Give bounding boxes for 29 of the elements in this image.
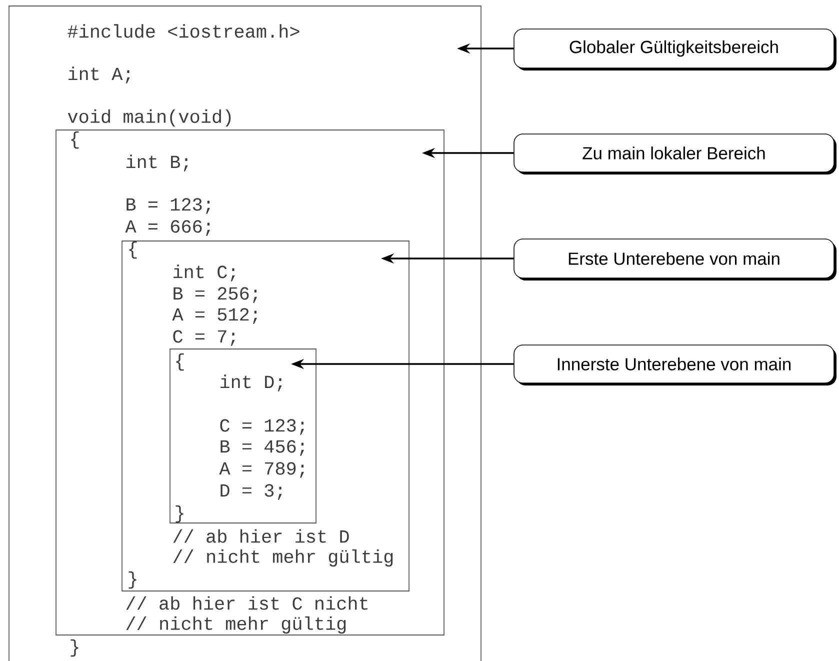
code-line: B = 123; — [126, 198, 210, 214]
code-line: C = 123; — [220, 419, 304, 435]
code-line: // nicht mehr gültig — [126, 616, 346, 634]
code-line: int D; — [220, 374, 282, 392]
code-line: } — [176, 505, 184, 523]
code-line: { — [129, 241, 137, 259]
code-line: C = 7; — [173, 330, 235, 346]
code-line: A = 666; — [125, 220, 210, 236]
code-line: A = 512; — [172, 308, 257, 324]
code-line: A = 789; — [219, 462, 304, 478]
code-line: // ab hier ist C nicht — [126, 596, 368, 610]
code-line: #include <iostream.h> — [68, 24, 300, 38]
callout-box: Globaler Gültigkeitsbereich — [514, 28, 836, 70]
code-line: // nicht mehr gültig — [173, 549, 393, 567]
code-line: { — [71, 131, 79, 149]
code-line: int C; — [174, 264, 235, 282]
code-line: int A; — [68, 66, 130, 84]
code-line: { — [176, 353, 184, 371]
code-line: void main(void) — [68, 109, 231, 127]
code-line: } — [70, 639, 78, 657]
callout-box: Innerste Unterebene von main — [514, 344, 836, 386]
callout-box: Zu main lokaler Bereich — [514, 134, 836, 174]
callout-box: Erste Unterebene von main — [514, 238, 836, 280]
code-line: B = 256; — [174, 287, 257, 303]
code-line: } — [128, 571, 136, 589]
code-line: D = 3; — [220, 484, 282, 500]
code-line: // ab hier ist D — [173, 529, 349, 543]
code-line: B = 456; — [220, 440, 304, 456]
code-line: int B; — [126, 154, 188, 172]
